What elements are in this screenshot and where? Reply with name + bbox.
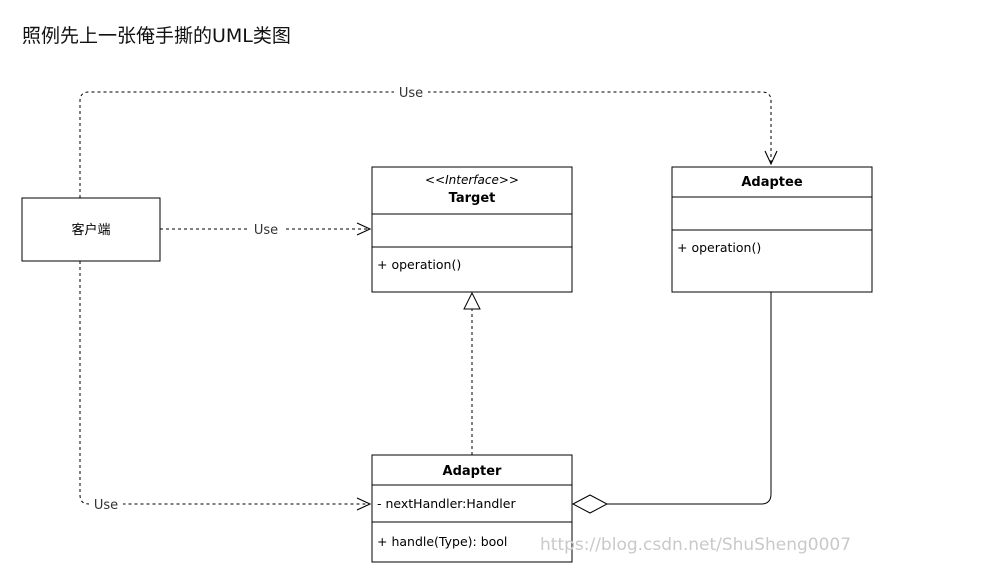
aggregation-diamond — [571, 494, 609, 514]
target-name: Target — [449, 191, 496, 206]
adapter-name: Adapter — [443, 464, 502, 479]
edge-client-adapter — [79, 261, 372, 511]
target-method: + operation() — [377, 257, 461, 272]
adapter-class: Adapter - nextHandler:Handler + handle(T… — [371, 454, 573, 563]
adapter-attribute: - nextHandler:Handler — [377, 496, 516, 511]
adaptee-name: Adaptee — [741, 175, 802, 190]
edge-label-client-adapter: Use — [94, 498, 118, 513]
watermark: https://blog.csdn.net/ShuSheng0007 — [540, 535, 851, 555]
realization-triangle — [463, 291, 481, 310]
edge-label-client-adaptee: Use — [399, 86, 423, 101]
edge-adaptee-aggregation — [607, 292, 772, 505]
adapter-method: + handle(Type): bool — [377, 534, 507, 549]
target-class: <<Interface>> Target + operation() — [371, 166, 573, 293]
edge-label-client-target: Use — [254, 223, 278, 238]
target-stereotype: <<Interface>> — [425, 173, 519, 187]
page-heading: 照例先上一张俺手撕的UML类图 — [22, 25, 291, 47]
adaptee-class: Adaptee + operation() — [671, 166, 873, 293]
client-label: 客户端 — [71, 222, 110, 238]
client-box: 客户端 — [21, 197, 161, 262]
adaptee-method: + operation() — [677, 240, 761, 255]
